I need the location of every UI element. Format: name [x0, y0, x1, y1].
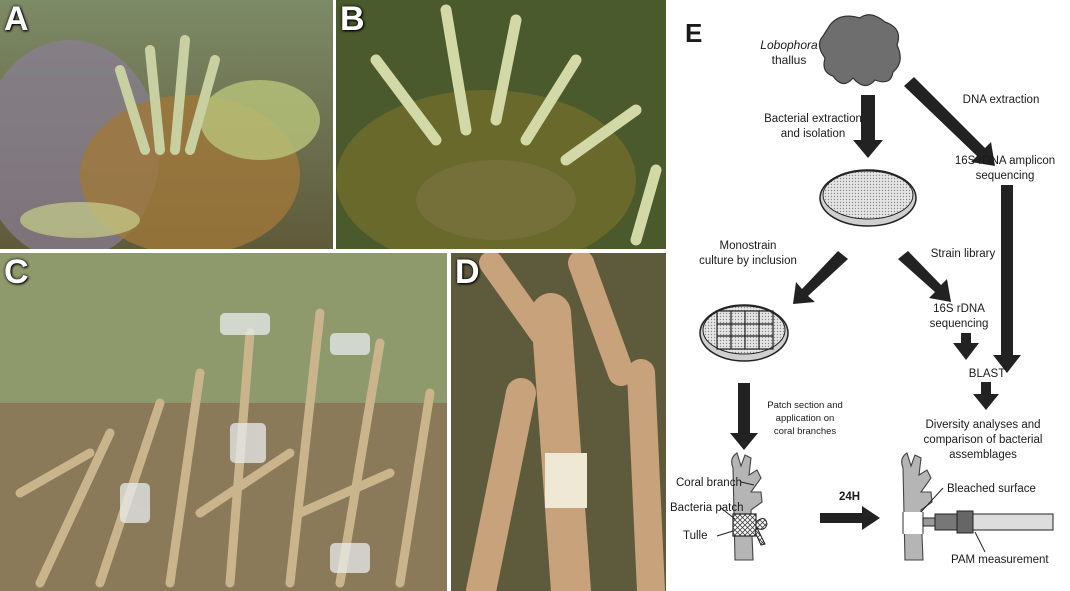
rdna-seq-line1: 16S rDNA — [933, 303, 985, 315]
arrow-blast-to-diversity — [973, 382, 999, 410]
photo-c-image — [0, 253, 447, 591]
diversity-line1: Diversity analyses and — [925, 419, 1040, 431]
photo-d-image — [451, 253, 666, 591]
arrow-thallus-to-dish — [853, 95, 883, 158]
arrow-dish-to-rdna — [898, 251, 951, 302]
bacteria-patch-label: Bacteria patch — [670, 502, 744, 514]
amplicon-line1: 16S rDNA amplicon — [955, 155, 1055, 167]
patch-line1: Patch section and — [767, 400, 843, 411]
monostrain-line2: culture by inclusion — [699, 255, 797, 267]
petri-dish-icon — [819, 169, 917, 227]
bacterial-extraction-line2: and isolation — [781, 128, 846, 140]
photo-panel-c: C — [0, 253, 447, 591]
dna-extraction-label: DNA extraction — [963, 94, 1040, 106]
arrow-rdna-to-blast — [953, 333, 979, 360]
diversity-line3: assemblages — [949, 449, 1017, 461]
bleached-surface-label: Bleached surface — [947, 483, 1036, 495]
photo-a-image — [0, 0, 333, 249]
arrow-monostrain-to-coral — [730, 383, 758, 450]
strain-library-label: Strain library — [931, 248, 996, 260]
thallus-word-label: thallus — [772, 53, 807, 67]
time-24h-label: 24H — [839, 491, 860, 503]
photo-panel-a: A — [0, 0, 333, 249]
patch-line2: application on — [776, 413, 835, 424]
arrow-24h — [820, 506, 880, 530]
arrow-amplicon-to-blast — [993, 185, 1021, 373]
rdna-seq-line2: sequencing — [930, 318, 989, 330]
arrow-dish-to-monostrain — [793, 251, 848, 304]
bacteria-patch-tulle-icon — [732, 513, 768, 546]
amplicon-line2: sequencing — [976, 170, 1035, 182]
culture-plate-grid-icon — [699, 304, 789, 362]
thallus-genus-label: Lobophora — [760, 38, 818, 52]
blast-label: BLAST — [969, 368, 1005, 380]
diversity-line2: comparison of bacterial — [924, 434, 1043, 446]
bacterial-extraction-line1: Bacterial extraction — [764, 113, 862, 125]
monostrain-line1: Monostrain — [720, 240, 777, 252]
patch-line3: coral branches — [774, 426, 837, 437]
panel-label-e: E — [685, 18, 702, 48]
coral-branch-label: Coral branch — [676, 477, 742, 489]
panel-label-a: A — [4, 0, 29, 38]
arrow-dna-extraction — [904, 77, 995, 166]
tulle-label: Tulle — [683, 530, 708, 542]
pam-measurement-label: PAM measurement — [951, 554, 1049, 566]
panel-label-b: B — [340, 0, 365, 38]
arrows — [730, 77, 1021, 530]
panel-label-d: D — [455, 253, 480, 291]
pam-probe-icon — [922, 510, 1054, 534]
photo-b-image — [336, 0, 666, 249]
lobophora-thallus-icon — [818, 14, 901, 87]
photo-panel-d: D — [451, 253, 666, 591]
workflow-diagram: E Lobophora thallus Bacterial extrac — [670, 14, 1055, 566]
photo-panel-b: B — [336, 0, 666, 249]
bleached-coral-branch-icon — [901, 452, 933, 561]
panel-label-c: C — [4, 253, 29, 291]
